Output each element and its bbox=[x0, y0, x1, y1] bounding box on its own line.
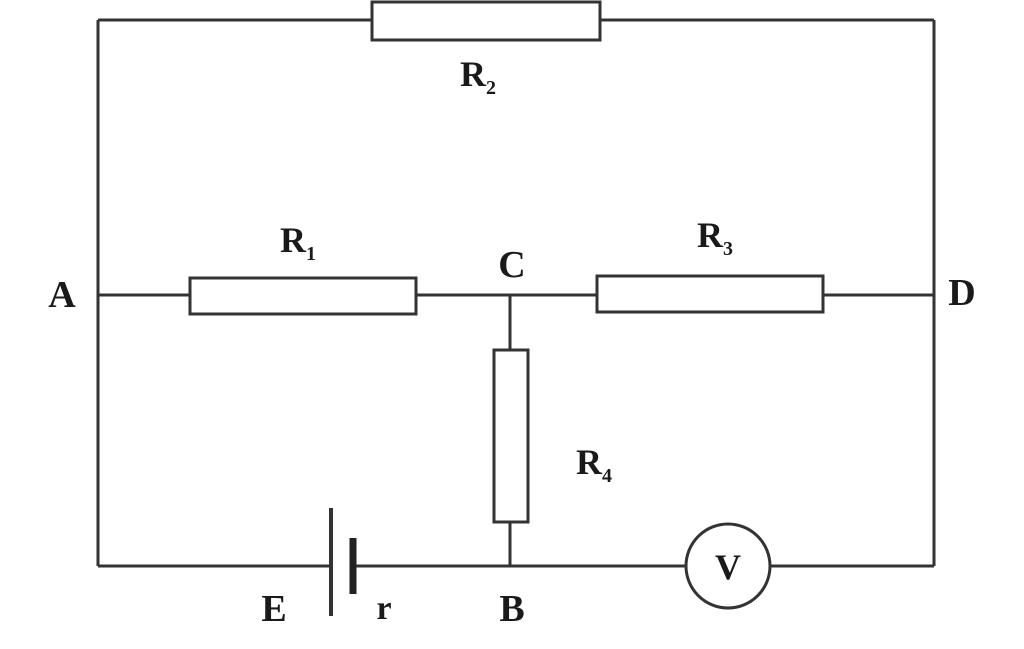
node-label-c: C bbox=[498, 244, 525, 286]
node-label-a: A bbox=[48, 274, 76, 316]
resistor-label-r1: R1 bbox=[280, 220, 316, 265]
node-label-b: B bbox=[499, 588, 524, 630]
resistor-label-r4: R4 bbox=[576, 442, 612, 487]
resistor-r4 bbox=[492, 348, 530, 524]
resistor-label-r3: R3 bbox=[697, 215, 733, 260]
resistor-r1 bbox=[188, 276, 418, 316]
resistor-r3 bbox=[595, 274, 825, 314]
resistor-label-r2: R2 bbox=[460, 54, 496, 99]
voltmeter-symbol: V bbox=[715, 547, 741, 587]
voltmeter-circle bbox=[684, 522, 772, 610]
source-label-emf: E bbox=[261, 588, 286, 630]
source-label-internal-resistance: r bbox=[376, 590, 391, 627]
node-label-d: D bbox=[948, 272, 975, 314]
resistor-r2 bbox=[370, 0, 602, 42]
